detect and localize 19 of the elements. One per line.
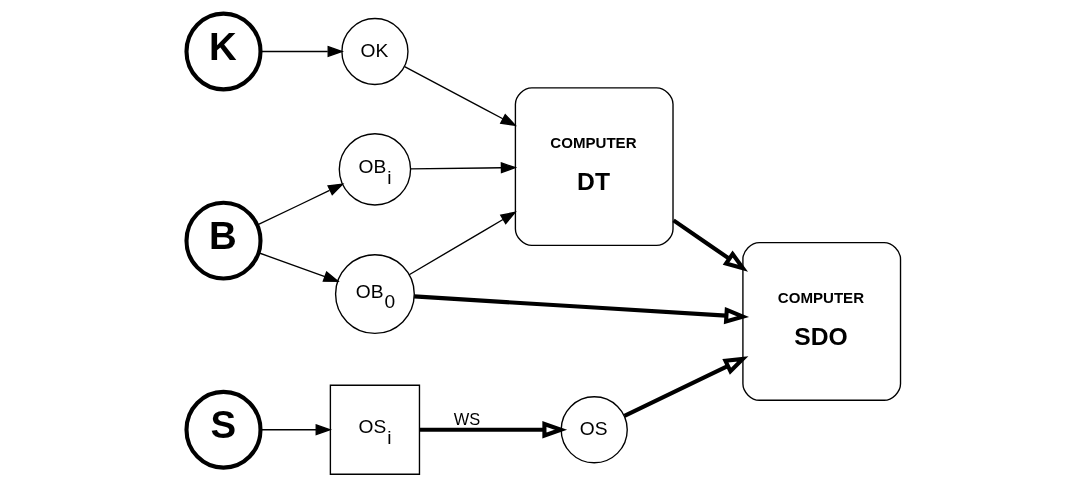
arrow: [256, 183, 345, 226]
arrow: [408, 211, 517, 276]
node-circle: B: [184, 200, 263, 281]
node-box: COMPUTER SDO: [742, 242, 902, 401]
arrow: [260, 424, 332, 436]
arrow: [403, 65, 517, 127]
node-circle: K: [184, 11, 263, 92]
arrow: [623, 356, 749, 418]
node-circle: OK: [341, 17, 409, 86]
node-circle: OS: [560, 396, 628, 464]
arrow: [257, 252, 340, 282]
arrow: [260, 45, 344, 58]
arrow: [419, 421, 568, 439]
arrow: [414, 294, 750, 325]
node-box: COMPUTER DT: [514, 87, 674, 247]
edge-label: WS: [453, 410, 481, 429]
node-circle: S: [184, 389, 263, 470]
arrow: [409, 162, 518, 174]
arrow: [672, 218, 748, 272]
